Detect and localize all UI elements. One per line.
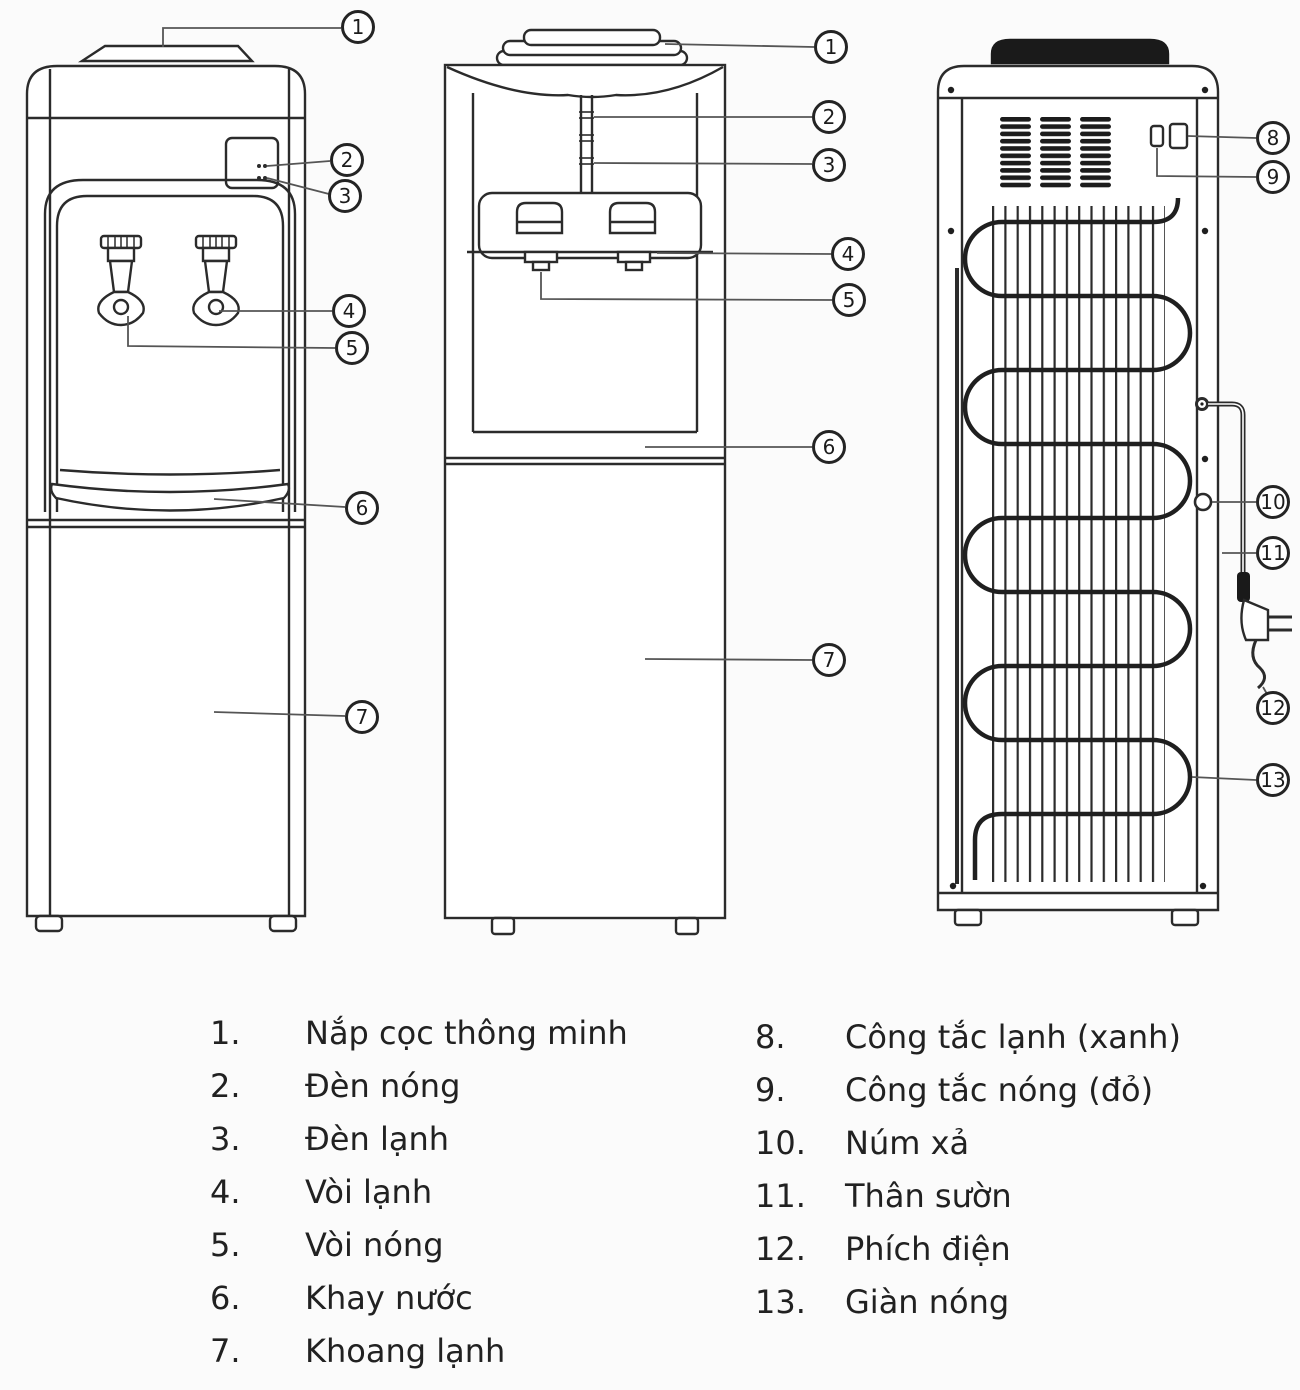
drip-tray: [49, 482, 291, 512]
legend-item-11: 11. Thân sườn: [755, 1169, 1181, 1222]
callout-badge-back-12: 12: [1256, 691, 1290, 725]
open-top-cap: [495, 28, 689, 67]
legend-item-10: 10. Núm xả: [755, 1116, 1181, 1169]
legend-number: 13.: [755, 1282, 806, 1321]
legend-number: 3.: [210, 1119, 241, 1158]
legend-item-2: 2. Đèn nóng: [210, 1059, 628, 1112]
legend-number: 6.: [210, 1278, 241, 1317]
legend-number: 8.: [755, 1017, 786, 1056]
legend-label: Thân sườn: [845, 1176, 1012, 1215]
callout-leader-lines: [127, 27, 1268, 781]
callout-badge-front-7: 7: [345, 700, 379, 734]
legend-item-9: 9. Công tắc nóng (đỏ): [755, 1063, 1181, 1116]
legend-number: 4.: [210, 1172, 241, 1211]
legend-label: Công tắc nóng (đỏ): [845, 1070, 1154, 1109]
power-plug: [1237, 572, 1292, 690]
callout-badge-front-6: 6: [345, 491, 379, 525]
legend-item-1: 1. Nắp cọc thông minh: [210, 1006, 628, 1059]
callout-badge-open-5: 5: [832, 283, 866, 317]
legend-label: Nắp cọc thông minh: [305, 1013, 628, 1052]
faucet-assembly: [467, 191, 713, 272]
legend-number: 9.: [755, 1070, 786, 1109]
legend-item-5: 5. Vòi nóng: [210, 1218, 628, 1271]
back-top-cap: [990, 38, 1170, 65]
cold-switch: [1149, 124, 1165, 148]
vent-louvers: [1000, 117, 1111, 190]
callout-badge-open-6: 6: [812, 430, 846, 464]
front-control-panel: [224, 136, 280, 190]
callout-badge-front-3: 3: [328, 179, 362, 213]
legend-item-12: 12. Phích điện: [755, 1222, 1181, 1275]
condenser-coil: [955, 197, 1193, 884]
legend-label: Khoang lạnh: [305, 1331, 506, 1370]
callout-badge-front-2: 2: [330, 143, 364, 177]
front-view-drawing: [25, 44, 307, 933]
legend-number: 7.: [210, 1331, 241, 1370]
callout-badge-front-4: 4: [332, 294, 366, 328]
callout-badge-back-8: 8: [1256, 121, 1290, 155]
legend-label: Phích điện: [845, 1229, 1011, 1268]
legend-number: 2.: [210, 1066, 241, 1105]
callout-badge-open-4: 4: [831, 237, 865, 271]
legend-label: Núm xả: [845, 1123, 970, 1162]
callout-badge-open-3: 3: [812, 148, 846, 182]
legend-item-7: 7. Khoang lạnh: [210, 1324, 628, 1377]
legend-item-4: 4. Vòi lạnh: [210, 1165, 628, 1218]
back-view-drawing: [936, 38, 1292, 927]
legend-item-3: 3. Đèn lạnh: [210, 1112, 628, 1165]
open-view-drawing: [443, 28, 727, 936]
front-top-cap: [77, 44, 255, 63]
back-feet: [953, 908, 1200, 927]
open-feet: [490, 916, 700, 936]
legend-label: Đèn nóng: [305, 1066, 461, 1105]
legend-column-left: 1. Nắp cọc thông minh 2. Đèn nóng 3. Đèn lạ…: [210, 1006, 628, 1377]
legend-column-right: 8. Công tắc lạnh (xanh) 9. Công tắc nóng (…: [755, 1010, 1181, 1328]
drain-knob: [1193, 492, 1213, 512]
legend-item-8: 8. Công tắc lạnh (xanh): [755, 1010, 1181, 1063]
legend-number: 5.: [210, 1225, 241, 1264]
legend-label: Vòi nóng: [305, 1225, 444, 1264]
legend-number: 12.: [755, 1229, 806, 1268]
legend-label: Vòi lạnh: [305, 1172, 433, 1211]
front-dispense-recess: [43, 178, 297, 512]
legend-label: Khay nước: [305, 1278, 473, 1317]
water-level-tube: [579, 95, 594, 194]
callout-badge-back-10: 10: [1256, 485, 1290, 519]
legend-number: 10.: [755, 1123, 806, 1162]
hot-switch: [1168, 122, 1189, 150]
callout-badge-back-9: 9: [1256, 160, 1290, 194]
callout-badge-open-2: 2: [812, 100, 846, 134]
callout-badge-open-7: 7: [812, 643, 846, 677]
legend-item-6: 6. Khay nước: [210, 1271, 628, 1324]
front-feet: [34, 914, 298, 933]
callout-badge-front-5: 5: [335, 331, 369, 365]
legend-label: Đèn lạnh: [305, 1119, 449, 1158]
legend-number: 11.: [755, 1176, 806, 1215]
callout-badge-back-13: 13: [1256, 763, 1290, 797]
legend-item-13: 13. Giàn nóng: [755, 1275, 1181, 1328]
panel-screws: [947, 86, 1209, 890]
legend-label: Giàn nóng: [845, 1282, 1010, 1321]
callout-badge-open-1: 1: [814, 30, 848, 64]
legend-label: Công tắc lạnh (xanh): [845, 1017, 1181, 1056]
callout-badge-front-1: 1: [341, 10, 375, 44]
drain-pipe: [1195, 397, 1246, 572]
callout-badge-back-11: 11: [1256, 536, 1290, 570]
legend-number: 1.: [210, 1013, 241, 1052]
